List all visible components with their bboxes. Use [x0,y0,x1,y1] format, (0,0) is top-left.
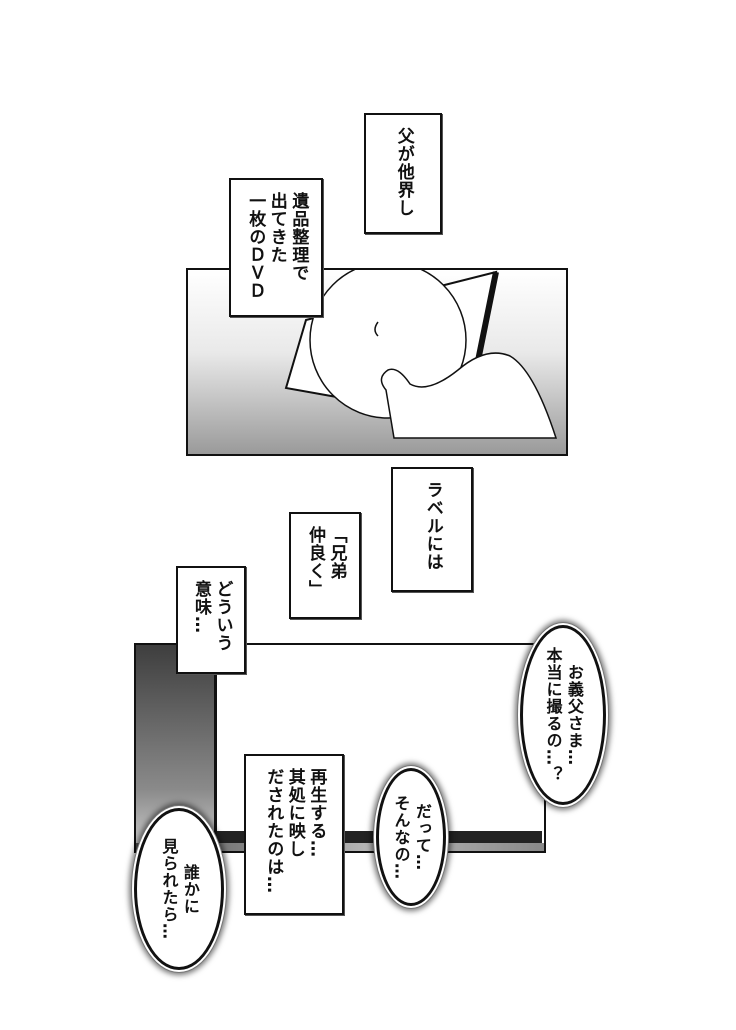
narration-line: ラベルには [422,481,443,571]
hand-shape [380,352,558,439]
speech-bubble-because: だって… そんなの… [376,768,446,906]
speech-bubble-seen: 誰かに 見られたら… [134,808,224,970]
narration-line: 出てきた [266,192,287,264]
bubble-line: だって… [412,803,432,871]
narration-line: どういう [212,580,233,652]
bubble-line: お義父さま… [564,664,584,766]
narration-box-played: 再生する… 其処に映し だされたのは… [244,754,344,915]
narration-box-title: 「兄弟 仲良く」 [289,512,361,619]
bubble-line: そんなの… [391,794,411,880]
narration-line: 父が他界し [393,127,414,217]
narration-line: だされたのは… [263,768,284,894]
narration-box-dvd: 遺品整理で 出てきた 一枚のＤＶＤ [229,178,323,317]
bubble-line: 見られたら… [159,838,179,940]
narration-line: 遺品整理で [288,192,309,282]
bubble-line: 誰かに [180,863,200,915]
narration-line: 再生する… [306,768,327,858]
dvd-panel [186,268,568,456]
narration-line: 意味… [191,580,211,634]
narration-line: 仲良く」 [305,526,325,598]
narration-box-father: 父が他界し [364,113,442,234]
narration-line: 其処に映し [284,768,305,858]
dvd-center-hole [374,321,379,337]
narration-line: 一枚のＤＶＤ [245,192,266,300]
dvd-in-hand-illustration [284,270,558,439]
narration-box-meaning: どういう 意味… [176,566,246,674]
narration-box-label: ラベルには [391,467,473,592]
narration-line: 「兄弟 [326,526,347,580]
dvd-disc [309,270,467,419]
bubble-line: 本当に撮るの…？ [543,647,563,783]
speech-bubble-really: お義父さま… 本当に撮るの…？ [520,625,606,805]
